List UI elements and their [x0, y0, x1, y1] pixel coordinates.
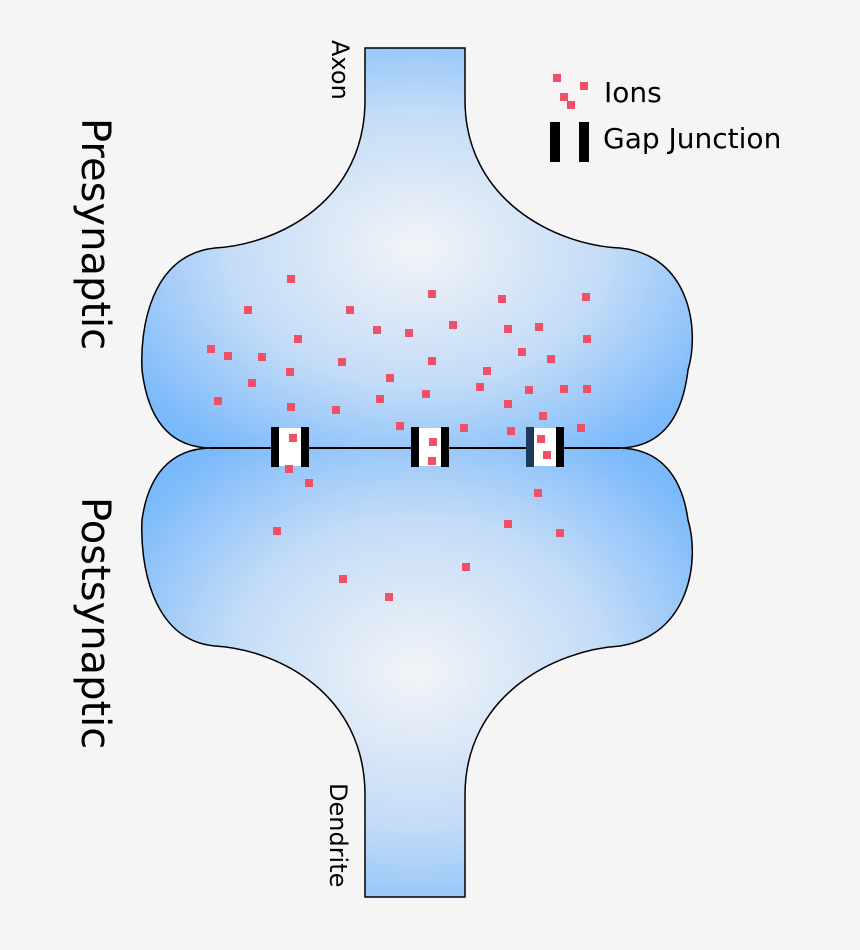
ion	[560, 385, 568, 393]
ion	[537, 435, 545, 443]
ion	[405, 329, 413, 337]
ion	[332, 406, 340, 414]
ion	[207, 345, 215, 353]
ion	[338, 358, 346, 366]
ion	[460, 424, 468, 432]
ion	[539, 412, 547, 420]
ion	[339, 575, 347, 583]
ion	[583, 335, 591, 343]
ion	[373, 326, 381, 334]
ion	[305, 479, 313, 487]
ion	[428, 357, 436, 365]
ion	[535, 323, 543, 331]
ion	[504, 400, 512, 408]
ion	[285, 465, 293, 473]
gap-junction-legend-icon	[550, 122, 589, 162]
postsynaptic-terminal	[141, 447, 694, 898]
ion	[449, 321, 457, 329]
ion	[428, 457, 436, 465]
gap-junctions	[271, 427, 564, 467]
postsynaptic-label: Postsynaptic	[72, 497, 118, 749]
dendrite-label: Dendrite	[324, 783, 352, 887]
ion	[428, 290, 436, 298]
ions	[207, 275, 591, 601]
ion	[287, 275, 295, 283]
ion	[346, 306, 354, 314]
ions-legend-label: Ions	[604, 76, 662, 109]
ion	[273, 527, 281, 535]
ion	[287, 403, 295, 411]
axon-label: Axon	[326, 40, 354, 100]
ion	[476, 383, 484, 391]
gap-junction	[526, 427, 564, 467]
ion	[244, 306, 252, 314]
ion	[422, 390, 430, 398]
ion	[376, 395, 384, 403]
legend: Ions Gap Junction	[550, 74, 781, 162]
ion	[547, 355, 555, 363]
ion	[534, 489, 542, 497]
ion	[224, 352, 232, 360]
ion	[583, 385, 591, 393]
ion	[582, 293, 590, 301]
ion	[504, 520, 512, 528]
ion	[396, 422, 404, 430]
ion	[258, 353, 266, 361]
ion	[214, 397, 222, 405]
ion	[504, 325, 512, 333]
ion	[525, 386, 533, 394]
ion	[518, 348, 526, 356]
ion	[556, 529, 564, 537]
ion	[429, 438, 437, 446]
ions-legend-icon	[553, 74, 588, 109]
ion	[289, 434, 297, 442]
ion	[248, 379, 256, 387]
ion	[543, 451, 551, 459]
ion	[386, 374, 394, 382]
ion	[462, 563, 470, 571]
ion	[483, 367, 491, 375]
ion	[385, 593, 393, 601]
gap-junction-legend-label: Gap Junction	[603, 122, 781, 155]
gap-junction	[271, 427, 309, 467]
ion	[577, 424, 585, 432]
ion	[294, 335, 302, 343]
ion	[507, 427, 515, 435]
presynaptic-label: Presynaptic	[72, 118, 118, 350]
ion	[286, 368, 294, 376]
ion	[498, 295, 506, 303]
